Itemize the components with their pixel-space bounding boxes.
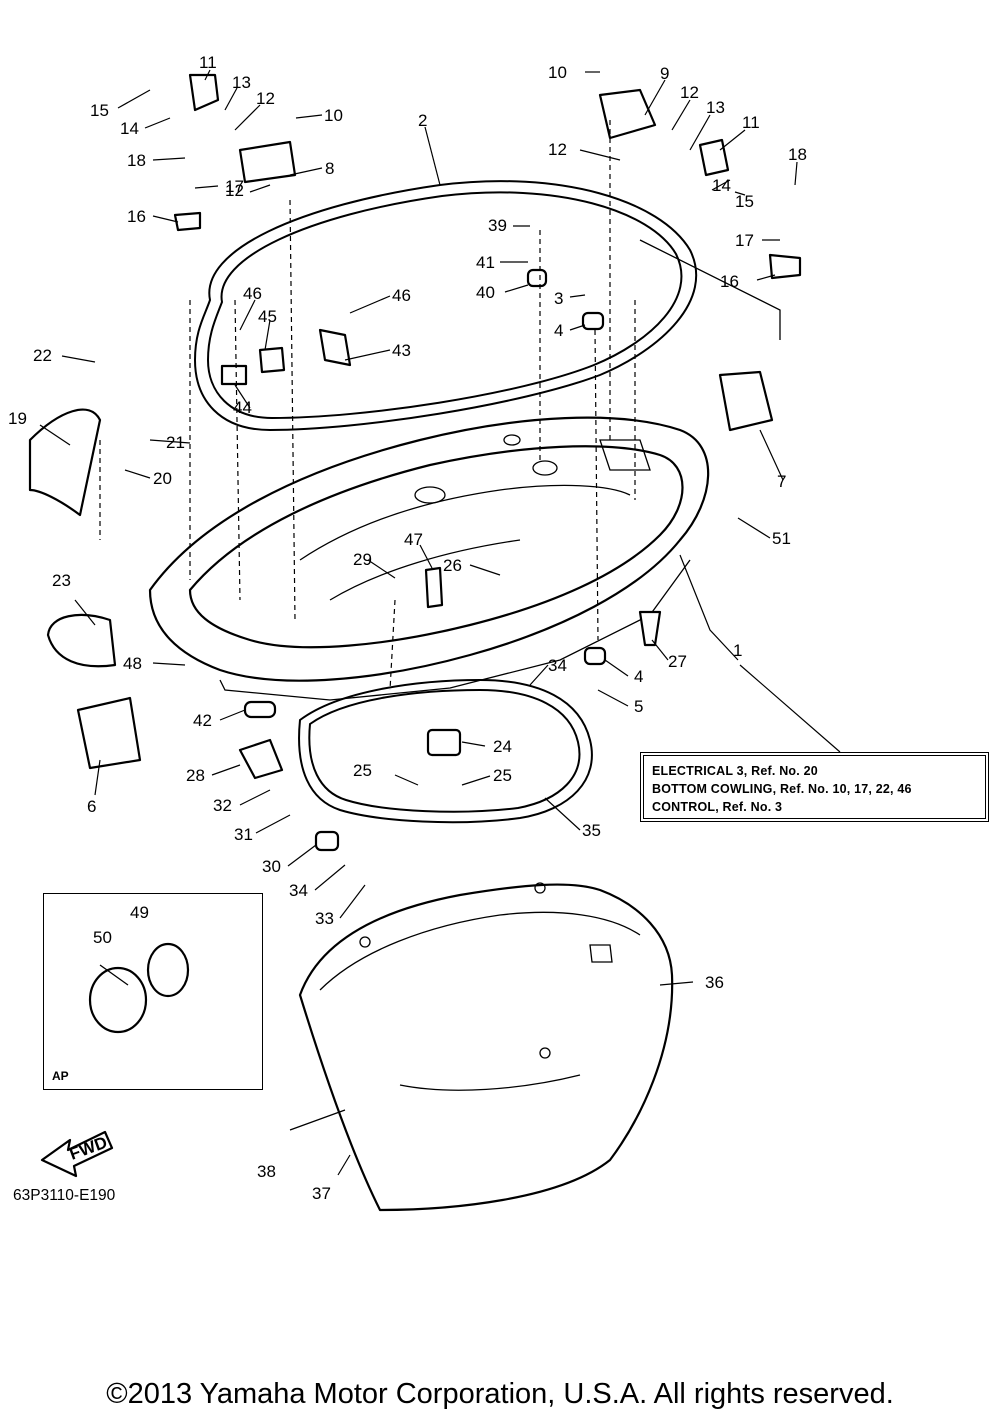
callout-34b: 34	[548, 656, 567, 675]
callout-13b: 13	[706, 98, 725, 117]
callout-25: 25	[353, 761, 372, 780]
callout-23: 23	[52, 571, 71, 590]
diagram-part-code: 63P3110-E190	[13, 1187, 116, 1204]
callout-13: 13	[232, 73, 251, 92]
callout-43: 43	[392, 341, 411, 360]
callout-30: 30	[262, 857, 281, 876]
callout-11: 11	[199, 53, 217, 72]
callout-12c: 12	[548, 140, 567, 159]
callout-51: 51	[772, 529, 791, 548]
apron	[298, 882, 674, 1212]
callout-35: 35	[582, 821, 601, 840]
callout-19: 19	[8, 409, 27, 428]
callout-40: 40	[476, 283, 495, 302]
callout-labels: 1 2 3 4 4 5 6 7 8 9 10 10 11 11 12 12 12…	[8, 53, 807, 1203]
reference-box: ELECTRICAL 3, Ref. No. 20 BOTTOM COWLING…	[640, 752, 989, 822]
leader-lines	[39, 69, 841, 1176]
callout-49: 49	[130, 903, 149, 922]
callout-29: 29	[353, 550, 372, 569]
callout-17b: 17	[735, 231, 754, 250]
callout-42: 42	[193, 711, 212, 730]
reference-electrical: ELECTRICAL 3, Ref. No. 20	[652, 764, 818, 778]
callout-46: 46	[243, 284, 262, 303]
callout-15b: 15	[735, 192, 754, 211]
callout-4: 4	[554, 321, 563, 340]
callout-12b: 12	[680, 83, 699, 102]
callout-15: 15	[90, 101, 109, 120]
callout-28: 28	[186, 766, 205, 785]
callout-5: 5	[634, 697, 643, 716]
callout-17: 17	[225, 177, 244, 196]
callout-47: 47	[404, 530, 423, 549]
callout-26: 26	[443, 556, 462, 575]
callout-12d: 12	[225, 181, 244, 200]
callout-27: 27	[668, 652, 687, 671]
callout-16: 16	[127, 207, 146, 226]
copyright-footer: ©2013 Yamaha Motor Corporation, U.S.A. A…	[106, 1378, 894, 1410]
callout-9: 9	[660, 64, 669, 83]
callout-24: 24	[493, 737, 512, 756]
callout-44: 44	[233, 398, 252, 417]
lower-seal	[298, 678, 593, 824]
callout-46b: 46	[392, 286, 411, 305]
callout-37: 37	[312, 1184, 331, 1203]
callout-18b: 18	[788, 145, 807, 164]
latch-assemblies	[28, 73, 802, 852]
callout-2: 2	[418, 111, 427, 130]
callout-18: 18	[127, 151, 146, 170]
callout-38: 38	[257, 1162, 276, 1181]
callout-33: 33	[315, 909, 334, 928]
callout-22: 22	[33, 346, 52, 365]
reference-control: CONTROL, Ref. No. 3	[652, 800, 783, 814]
callout-31: 31	[234, 825, 253, 844]
callout-14: 14	[120, 119, 139, 138]
fwd-arrow: FWD	[40, 1130, 114, 1178]
callout-32: 32	[213, 796, 232, 815]
callout-34: 34	[289, 881, 308, 900]
callout-3: 3	[554, 289, 563, 308]
inset-parts	[88, 942, 190, 1034]
callout-39: 39	[488, 216, 507, 235]
callout-14b: 14	[712, 176, 731, 195]
callout-7: 7	[777, 472, 786, 491]
callout-4b: 4	[634, 667, 643, 686]
ap-label: AP	[52, 1069, 69, 1083]
bottom-cowling	[148, 416, 710, 701]
callout-41: 41	[476, 253, 495, 272]
callout-36: 36	[705, 973, 724, 992]
callout-50: 50	[93, 928, 112, 947]
callout-8: 8	[325, 159, 334, 178]
callout-10: 10	[548, 63, 567, 82]
upper-seal-gasket	[193, 180, 781, 432]
callout-48: 48	[123, 654, 142, 673]
callout-20: 20	[153, 469, 172, 488]
callout-11b: 11	[742, 113, 760, 132]
ap-inset: AP	[43, 893, 263, 1090]
callout-25b: 25	[493, 766, 512, 785]
callout-21: 21	[166, 433, 185, 452]
callout-1: 1	[733, 641, 742, 660]
callout-10b: 10	[324, 106, 343, 125]
callout-16b: 16	[720, 272, 739, 291]
reference-bottom-cowling: BOTTOM COWLING, Ref. No. 10, 17, 22, 46	[652, 782, 912, 796]
callout-12: 12	[256, 89, 275, 108]
callout-6: 6	[87, 797, 96, 816]
callout-45: 45	[258, 307, 277, 326]
